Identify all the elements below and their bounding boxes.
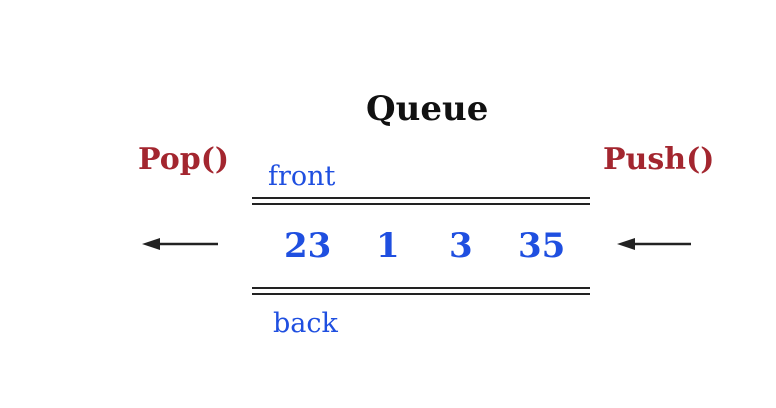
queue-bottom-rule-outer: [252, 293, 590, 295]
arrow-left-icon: [142, 238, 218, 250]
back-label: back: [273, 308, 338, 339]
queue-item: 3: [449, 226, 473, 266]
pop-operation-label: Pop(): [138, 142, 230, 177]
queue-item: 35: [518, 226, 566, 266]
queue-top-rule-outer: [252, 197, 590, 199]
queue-top-rule-inner: [252, 203, 590, 205]
arrow-left-icon: [617, 238, 691, 250]
queue-item: 23: [284, 226, 332, 266]
queue-item: 1: [376, 226, 400, 266]
front-label: front: [268, 161, 336, 192]
diagram-title: Queue: [366, 89, 489, 129]
push-operation-label: Push(): [603, 142, 715, 177]
queue-bottom-rule-inner: [252, 287, 590, 289]
